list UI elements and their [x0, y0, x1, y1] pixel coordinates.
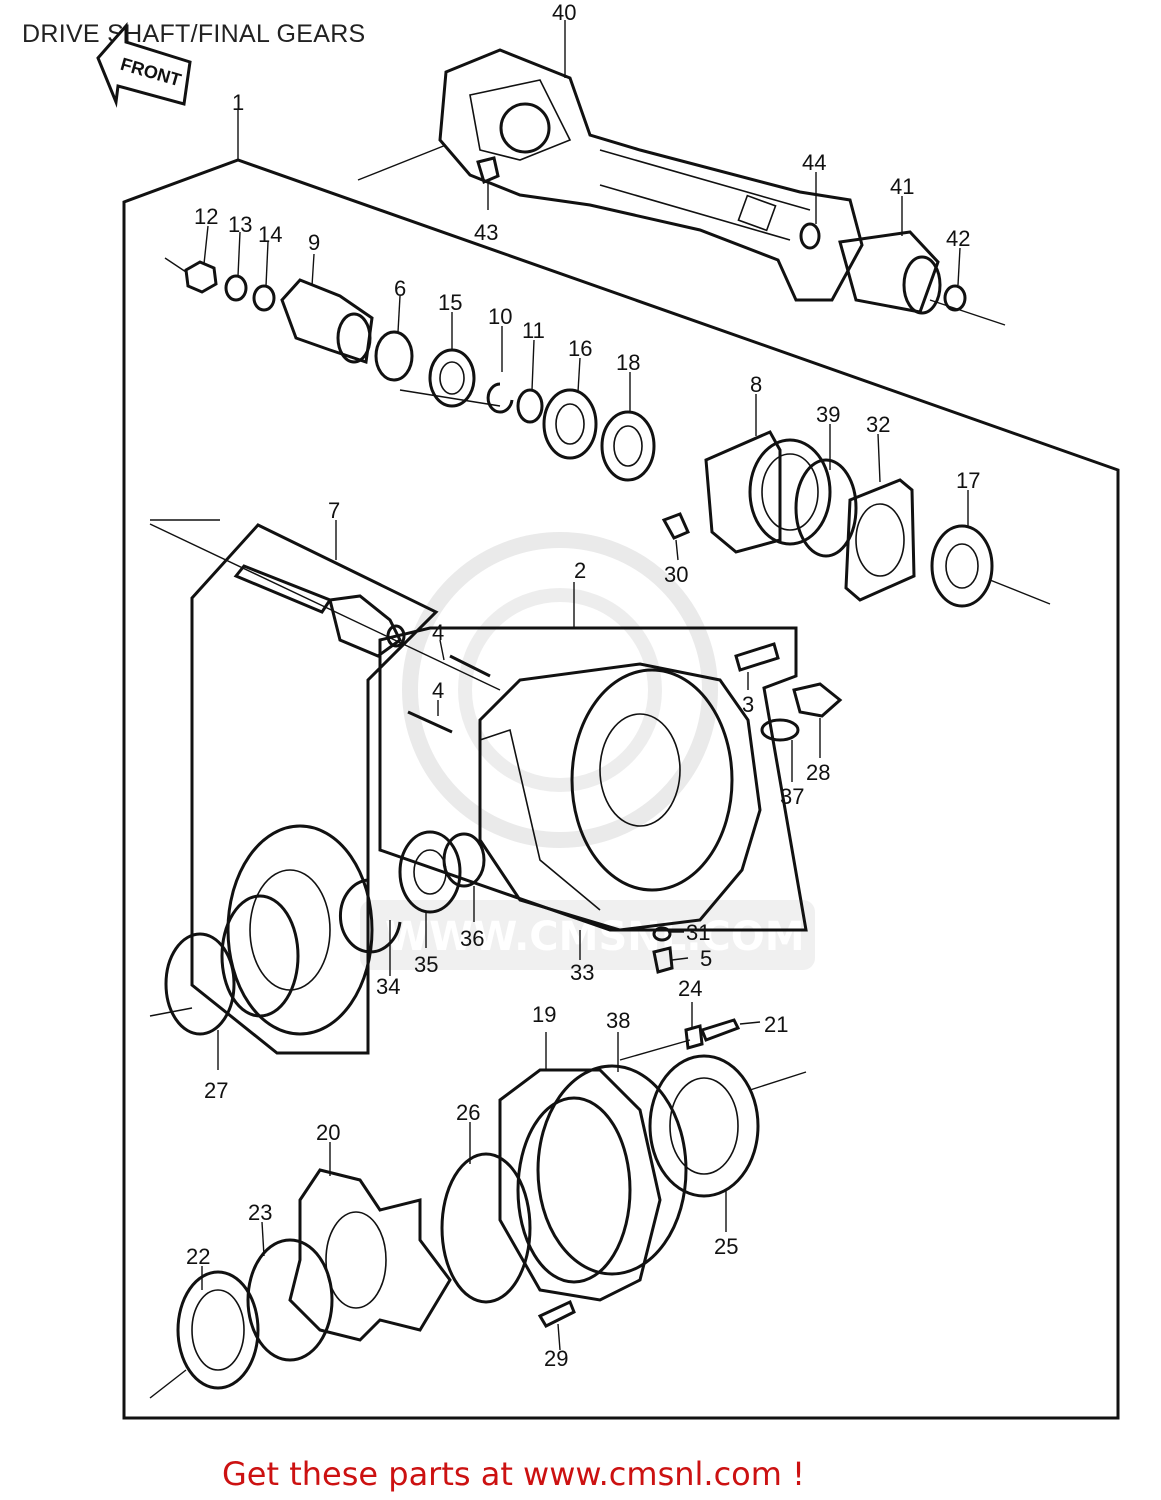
callout-40: 40: [552, 0, 576, 25]
ring-gear-hub: [220, 824, 374, 1036]
callout-15: 15: [438, 290, 462, 315]
callout-4a: 4: [432, 620, 444, 645]
callout-30: 30: [664, 562, 688, 587]
callout-39: 39: [816, 402, 840, 427]
callout-23: 23: [248, 1200, 272, 1225]
callout-35: 35: [414, 952, 438, 977]
callout-28: 28: [806, 760, 830, 785]
oil-seal-15: [428, 312, 476, 408]
oring-44: [799, 222, 821, 250]
oring-14: [252, 284, 276, 312]
universal-joint-41: [838, 196, 942, 315]
subassembly-frame-2: [378, 626, 808, 932]
callout-21: 21: [764, 1012, 788, 1037]
callout-43: 43: [474, 220, 498, 245]
drive-shaft-housing-40: [357, 20, 864, 302]
lock-washer-23: [246, 1238, 334, 1362]
callout-4b: 4: [432, 678, 444, 703]
damper-20: [288, 1142, 452, 1342]
oring-27: [164, 932, 236, 1036]
front-arrow: FRONT: [96, 22, 192, 108]
washer-13: [224, 274, 248, 302]
callout-36: 36: [460, 926, 484, 951]
callout-44: 44: [802, 150, 826, 175]
callout-29: 29: [544, 1346, 568, 1371]
final-gear-case-2: [478, 662, 762, 932]
callout-10: 10: [488, 304, 512, 329]
callout-38: 38: [606, 1008, 630, 1033]
callout-1: 1: [232, 90, 244, 115]
callout-24: 24: [678, 976, 702, 1001]
callout-11: 11: [522, 318, 545, 343]
callout-6: 6: [394, 276, 406, 301]
oring-38: [536, 1064, 688, 1276]
callout-7: 7: [328, 498, 340, 523]
callout-25: 25: [714, 1234, 738, 1259]
callout-34: 34: [376, 974, 400, 999]
callout-27: 27: [204, 1078, 228, 1103]
breather-28: [792, 682, 843, 758]
watermark-logo: WWW.CMSNL.COM: [360, 532, 815, 970]
bearing-25: [648, 1054, 807, 1232]
oring-26: [440, 1152, 532, 1304]
callout-14: 14: [258, 222, 282, 247]
callout-22: 22: [186, 1244, 210, 1269]
circlip-34: [338, 878, 402, 954]
plug-30: [661, 512, 690, 561]
oring-37: [760, 718, 800, 742]
callout-17: 17: [956, 468, 980, 493]
bearing-18: [600, 372, 656, 482]
callout-18: 18: [616, 350, 640, 375]
callout-26: 26: [456, 1100, 480, 1125]
bolt-29: [537, 1299, 576, 1351]
diagram-title: DRIVE SHAFT/FINAL GEARS: [22, 20, 366, 48]
callout-41: 41: [890, 174, 914, 199]
nut-12: [164, 225, 218, 294]
callout-16: 16: [568, 336, 592, 361]
callout-5: 5: [700, 946, 712, 971]
bracket-24: [684, 1002, 704, 1050]
pinion-shaft-7: [149, 519, 501, 691]
bearing-16: [542, 357, 598, 460]
footer-link[interactable]: Get these parts at www.cmsnl.com !: [222, 1455, 805, 1493]
gasket-32: [844, 433, 916, 602]
bolt-5: [652, 946, 689, 974]
circlip-10: [486, 382, 514, 414]
callout-2: 2: [574, 558, 586, 583]
callout-31: 31: [686, 920, 710, 945]
callout-42: 42: [946, 226, 970, 251]
bolt-43: [476, 156, 500, 210]
subassembly-frame-7: [190, 523, 439, 1055]
assembly-frame: [122, 158, 1120, 1420]
callout-3: 3: [742, 692, 754, 717]
ring-nut-22: [149, 1266, 260, 1399]
stud-3: [734, 642, 780, 690]
bearing-17: [930, 490, 1051, 608]
bolt-21: [700, 1018, 761, 1042]
pinion-gear-9: [280, 253, 374, 364]
callout-12: 12: [194, 204, 218, 229]
callout-9: 9: [308, 230, 320, 255]
oil-seal-36: [442, 832, 486, 922]
stud-4b: [407, 700, 453, 734]
callout-13: 13: [228, 212, 252, 237]
callout-20: 20: [316, 1120, 340, 1145]
callout-32: 32: [866, 412, 890, 437]
shim-6: [374, 330, 414, 382]
callout-19: 19: [532, 1002, 556, 1027]
callout-8: 8: [750, 372, 762, 397]
circlip-42: [943, 284, 967, 312]
oring-39: [794, 458, 858, 558]
callout-37: 37: [780, 784, 804, 809]
oring-11: [516, 388, 544, 424]
bearing-housing-19: [498, 1032, 662, 1302]
callout-33: 33: [570, 960, 594, 985]
bearing-housing-8: [704, 394, 832, 554]
stud-4a: [439, 639, 491, 678]
washer-31: [652, 926, 684, 942]
